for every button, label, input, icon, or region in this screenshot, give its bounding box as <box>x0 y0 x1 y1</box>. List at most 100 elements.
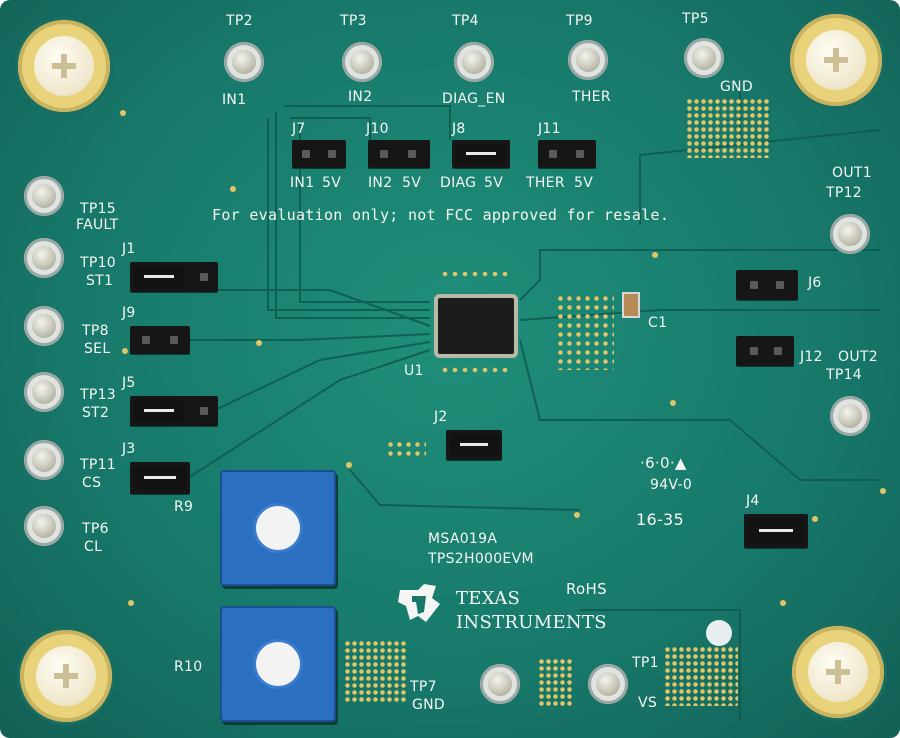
tp7-label: GND <box>412 697 446 713</box>
tp3-label: IN2 <box>348 89 373 105</box>
j10-pin-label-left: IN2 <box>368 175 393 191</box>
flammability-rating: 94V-0 <box>650 477 693 493</box>
tp2-label: IN1 <box>222 92 247 108</box>
tp6-label: CL <box>84 539 103 555</box>
j7-label: J7 <box>292 121 306 137</box>
tp12-label: OUT1 <box>832 165 872 181</box>
tp13-id: TP13 <box>80 387 117 403</box>
test-point-tp10[interactable] <box>24 238 64 278</box>
test-point-tp1[interactable] <box>588 664 628 704</box>
tp4-label: DIAG_EN <box>442 91 506 107</box>
j11-label: J11 <box>538 121 561 137</box>
logo-text-texas: TEXAS <box>456 588 521 609</box>
tp1-id: TP1 <box>632 655 659 671</box>
tp14-id: TP14 <box>826 367 863 383</box>
tp9-label: THER <box>572 89 611 105</box>
test-point-tp4[interactable] <box>454 42 494 82</box>
test-point-tp15[interactable] <box>24 176 64 216</box>
mounting-hole-bottom-right <box>792 626 884 718</box>
ti-logo-icon <box>396 582 442 626</box>
test-point-tp8[interactable] <box>24 306 64 346</box>
j6-label: J6 <box>808 275 822 291</box>
test-point-tp7[interactable] <box>480 664 520 704</box>
jumper-j9-header[interactable] <box>130 326 190 354</box>
jumper-j3-shunt[interactable] <box>134 466 186 490</box>
j1-label: J1 <box>122 241 136 257</box>
c1-capacitor <box>622 292 640 318</box>
u1-label: U1 <box>404 363 424 379</box>
jumper-j5-shunt[interactable] <box>134 399 184 423</box>
c1-label: C1 <box>648 315 668 331</box>
j10-label: J10 <box>366 121 389 137</box>
r10-label: R10 <box>174 659 203 675</box>
tp10-label: ST1 <box>86 273 114 289</box>
test-point-tp12[interactable] <box>830 214 870 254</box>
test-point-tp14[interactable] <box>830 396 870 436</box>
tp11-id: TP11 <box>80 457 117 473</box>
rohs-mark: RoHS <box>566 580 607 598</box>
tp1-label: VS <box>638 695 658 711</box>
fcc-notice: For evaluation only; not FCC approved fo… <box>212 206 670 224</box>
tp7-id: TP7 <box>410 679 437 695</box>
tp8-id: TP8 <box>82 323 109 339</box>
jumper-j4-shunt[interactable] <box>748 518 804 544</box>
j7-pin-label-right: 5V <box>322 175 342 191</box>
j7-pin-label-left: IN1 <box>290 175 315 191</box>
tp14-label: OUT2 <box>838 349 878 365</box>
j11-pin-label-left: THER <box>526 175 565 191</box>
j4-label: J4 <box>746 493 760 509</box>
tp11-label: CS <box>82 475 102 491</box>
tp9-id: TP9 <box>566 13 593 29</box>
test-point-tp2[interactable] <box>224 42 264 82</box>
j12-label: J12 <box>800 349 823 365</box>
jumper-j2-shunt[interactable] <box>450 434 498 456</box>
tp4-id: TP4 <box>452 13 479 29</box>
test-point-tp9[interactable] <box>568 40 608 80</box>
tp2-id: TP2 <box>226 13 253 29</box>
j5-label: J5 <box>122 375 136 391</box>
j11-pin-label-right: 5V <box>574 175 594 191</box>
test-point-tp11[interactable] <box>24 440 64 480</box>
r9-label: R9 <box>174 499 194 515</box>
j8-pin-label-left: DIAG <box>440 175 477 191</box>
test-point-tp6[interactable] <box>24 506 64 546</box>
tp5-id: TP5 <box>682 11 709 27</box>
board-id: MSA019A <box>428 531 498 547</box>
r10-potentiometer[interactable] <box>220 606 336 722</box>
tp3-id: TP3 <box>340 13 367 29</box>
r9-potentiometer[interactable] <box>220 470 336 586</box>
ul-mark: ·6·0·▲ <box>640 454 687 472</box>
j9-label: J9 <box>122 305 136 321</box>
tp12-id: TP12 <box>826 185 863 201</box>
u1-ic <box>438 298 514 354</box>
tp8-label: SEL <box>84 341 111 357</box>
board-name: TPS2H000EVM <box>428 551 534 567</box>
mounting-hole-top-right <box>790 14 882 106</box>
j10-pin-label-right: 5V <box>402 175 422 191</box>
jumper-j6-header[interactable] <box>736 270 798 300</box>
fiducial-dot <box>706 620 732 646</box>
jumper-j12-header[interactable] <box>736 336 794 366</box>
test-point-tp13[interactable] <box>24 372 64 412</box>
test-point-tp3[interactable] <box>342 42 382 82</box>
date-code: 16-35 <box>636 510 684 529</box>
jumper-j1-shunt[interactable] <box>134 265 184 289</box>
j2-label: J2 <box>434 409 448 425</box>
test-point-tp5[interactable] <box>684 38 724 78</box>
jumper-j10-header[interactable] <box>368 140 430 168</box>
mounting-hole-top-left <box>18 20 110 112</box>
mounting-hole-bottom-left <box>20 630 112 722</box>
jumper-j7-header[interactable] <box>292 140 346 168</box>
jumper-j8-shunt[interactable] <box>456 144 506 164</box>
tp6-id: TP6 <box>82 521 109 537</box>
jumper-j11-header[interactable] <box>538 140 596 168</box>
tp10-id: TP10 <box>80 255 117 271</box>
tp15-label: FAULT <box>76 217 119 233</box>
j8-label: J8 <box>452 121 466 137</box>
j8-pin-label-right: 5V <box>484 175 504 191</box>
tp5-label: GND <box>720 79 754 95</box>
j3-label: J3 <box>122 441 136 457</box>
tp13-label: ST2 <box>82 405 110 421</box>
tp15-id: TP15 <box>80 201 117 217</box>
